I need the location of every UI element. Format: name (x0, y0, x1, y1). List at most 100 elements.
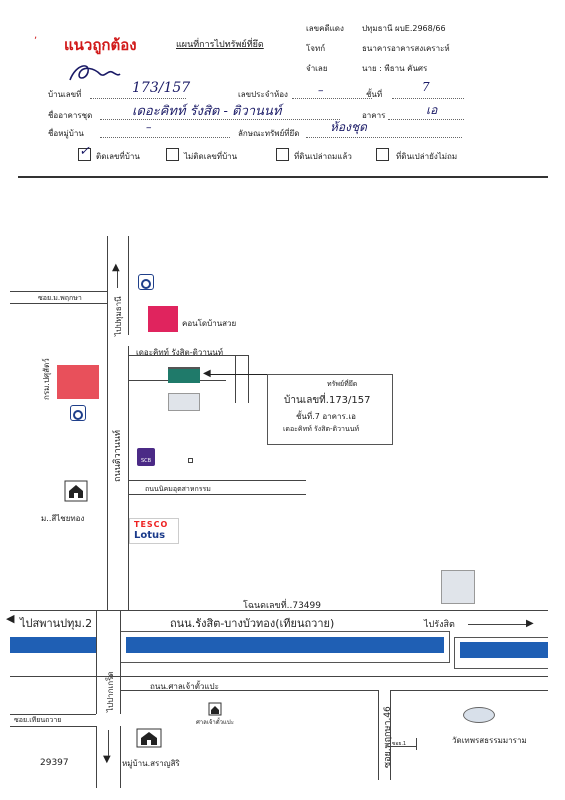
road-line (390, 690, 548, 691)
stamp-text: แนวถูกต้อง (64, 36, 137, 54)
canal-right (460, 642, 548, 658)
kitt-label: เดอะคิทท์ รังสิต-ติวานนท์ (136, 348, 224, 357)
callout-house: บ้านเลขที่.173/157 (284, 395, 371, 406)
house-no-label: บ้านเลขที่ (48, 90, 82, 99)
page-title: แผนที่การไปทรัพย์ที่ยึด (176, 40, 264, 50)
building-value: เดอะคิทท์ รังสิต - ติวานนท์ (132, 104, 282, 119)
building-label: ชื่ออาคารชุด (48, 111, 93, 120)
gas-station-icon (138, 274, 154, 290)
road-line (248, 355, 249, 403)
road-line (10, 303, 107, 304)
defendant-value: นาย : พีธาน คันศร (362, 64, 428, 73)
village-label: ชื่อหมู่บ้าน (48, 129, 84, 138)
soi-mphruksa-label: ซอย.ม.พฤกษา (38, 294, 82, 302)
deed-label: โฉนดเลขที่..73499 (243, 601, 321, 611)
road-line (108, 730, 109, 756)
checkbox-unfilled-land[interactable] (376, 148, 389, 161)
target-building (168, 367, 200, 383)
arrow-right-icon: ▶ (526, 618, 534, 629)
shrine-label: ศาลเจ้าตั้วแปะ (196, 719, 234, 726)
checkbox-no-house-number-label: ไม่ติดเลขที่บ้าน (184, 152, 238, 161)
tesco-logo: TESCO Lotus (129, 518, 179, 544)
road-line (390, 746, 416, 747)
plaintiff-label: โจทก์ (306, 44, 326, 53)
checkbox-filled-land[interactable] (276, 148, 289, 161)
scb-logo-icon: SCB (137, 448, 155, 466)
arrow-left-icon: ◀ (203, 368, 211, 379)
village-value: – (146, 121, 152, 134)
case-value: ปทุมธานี ผบE.2968/66 (362, 24, 446, 33)
small-marker (188, 458, 193, 463)
signature (69, 65, 121, 81)
case-label: เลขคดีแดง (306, 24, 344, 33)
house-no-value: 173/157 (132, 80, 191, 96)
arrow-up-icon: ▲ (112, 262, 120, 273)
header-divider (18, 176, 548, 178)
road-line (10, 291, 107, 292)
canal-left (10, 637, 96, 653)
tiwanon-road-label: ถนนติวานนท์ (113, 430, 123, 482)
nikhom-road-label: ถนนนิคมอุตสาหกรรม (145, 485, 211, 493)
arrow-down-icon: ▼ (103, 754, 111, 765)
livestock-dept-label: กรม.ปศุสัตว์ (42, 358, 51, 400)
block-value: เอ (426, 103, 438, 117)
check-mark-icon: ✓ (79, 144, 90, 159)
checkbox-house-number[interactable]: ✓ (78, 144, 91, 161)
tian-thawai-label: ซอย.เทียนถวาย (14, 716, 62, 724)
callout-arrow (210, 374, 276, 375)
floor-value: 7 (422, 80, 430, 94)
road-line (117, 268, 118, 288)
canal-center (126, 637, 444, 653)
road-line (128, 480, 306, 481)
scb-label: SCB (140, 458, 152, 464)
road-line (10, 726, 96, 727)
defendant-label: จำเลย (306, 64, 328, 73)
temple-label: วัดเทพรสธรรมมาราม (452, 736, 527, 745)
tesco-label: TESCO (134, 520, 169, 529)
checkbox-filled-land-label: ที่ดินเปล่าถมแล้ว (294, 152, 352, 161)
block-label: อาคาร (362, 111, 386, 120)
deed-land (441, 570, 475, 604)
to-pathum-label: ไปปทุมธานี (114, 296, 123, 336)
road-line (10, 676, 548, 677)
road-line (128, 494, 306, 495)
arrow-left-2-icon: ◀ (6, 612, 15, 625)
road-line (107, 236, 108, 611)
rangsit-road-label: ถนน.รังสิต-บางบัวทอง(เทียนถวาย) (170, 617, 335, 630)
house-2-icon (136, 728, 162, 748)
road-line (390, 690, 391, 780)
floor-label: ชั้นที่ (366, 90, 383, 99)
temple-pond (463, 707, 495, 723)
checkbox-no-house-number[interactable] (166, 148, 179, 161)
road-line (96, 610, 97, 714)
callout-building: เดอะคิทท์ รังสิต-ติวานนท์ (283, 425, 360, 433)
road-line (468, 624, 528, 625)
condo-building (148, 306, 178, 332)
to-phan-pathum-label: ไปสพานปทุม.2 (20, 617, 93, 630)
gas-station-2-icon (70, 405, 86, 421)
neighbor-building (168, 393, 200, 411)
room-no-value: – (318, 84, 324, 97)
property-type-label: ลักษณะทรัพย์ที่ยึด (238, 129, 300, 138)
stamp-mark: , (34, 30, 38, 41)
plaintiff-value: ธนาคารอาคารสงเคราะห์ (362, 44, 450, 53)
road-line (120, 726, 121, 788)
pak-kret-label: ไปปากเกร็ด (106, 671, 115, 712)
road-line (416, 738, 417, 750)
house-icon (64, 480, 88, 502)
road-line (120, 690, 378, 691)
room-no-label: เลขประจำห้อง (238, 90, 288, 99)
page-number: 29397 (40, 758, 69, 768)
village-label: ม..สีไชยทอง (41, 514, 85, 523)
livestock-dept-building (57, 365, 99, 399)
checkbox-house-number-label: ติดเลขที่บ้าน (96, 152, 140, 161)
soi1-label: ซอย.1 (392, 741, 407, 747)
road-line (120, 610, 121, 714)
road-line (10, 714, 96, 715)
road-line (128, 236, 129, 335)
property-type-value: ห้องชุด (330, 120, 367, 134)
target-callout (267, 374, 393, 445)
saranisiri-label: หมู่บ้าน.สราญสิริ (122, 759, 180, 768)
road-line (96, 726, 97, 788)
soi-phruksa-label: ซอย.พฤกษา.46 (383, 706, 393, 768)
